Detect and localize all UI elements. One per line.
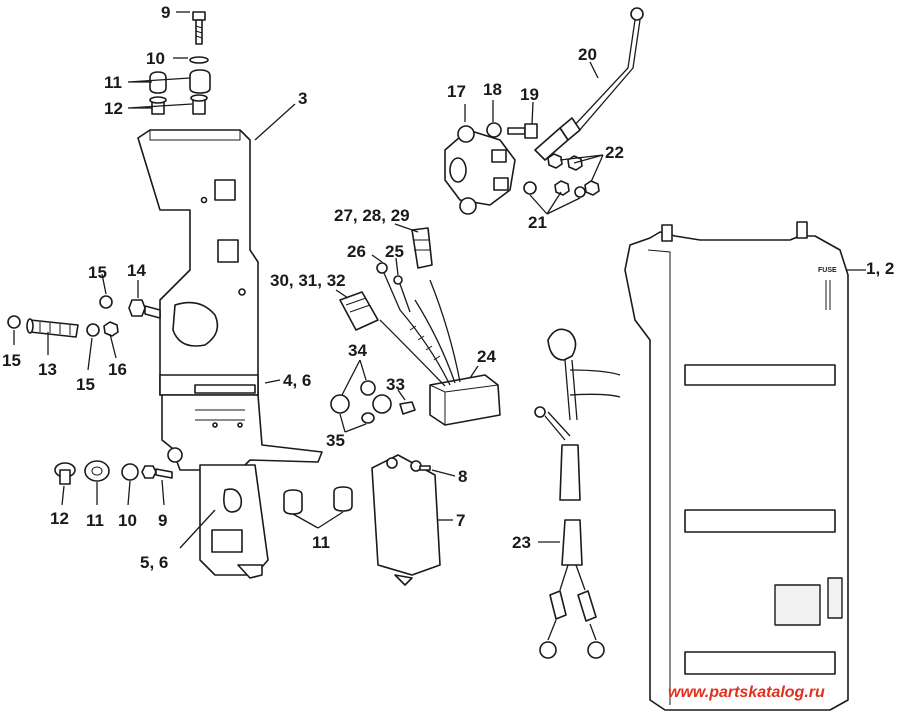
callout-27-28-29: 27, 28, 29	[334, 206, 410, 225]
washer-18	[486, 122, 502, 138]
electrical-box-1-2: FUSE	[624, 221, 849, 711]
callout-22: 22	[605, 143, 624, 162]
connector-27-28-29	[411, 227, 433, 269]
callout-7: 7	[456, 511, 465, 530]
callout-12-top: 12	[104, 99, 123, 118]
grommet-11-bottom	[84, 460, 110, 482]
cable-20	[534, 7, 644, 161]
callout-21: 21	[528, 213, 547, 232]
callout-11-top: 11	[104, 73, 122, 92]
callout-33: 33	[386, 375, 405, 394]
nuts-21	[523, 180, 586, 198]
callout-11-bottom: 11	[86, 511, 104, 530]
callout-13: 13	[38, 360, 57, 379]
module-24	[429, 374, 501, 426]
callout-labels: 9 10 11 12 3 17 18 19 20 22 21 27, 28, 2…	[2, 3, 894, 572]
callout-16: 16	[108, 360, 127, 379]
callout-15-bottom: 15	[76, 375, 95, 394]
callout-26: 26	[347, 242, 366, 261]
callout-4-6: 4, 6	[283, 371, 311, 390]
callout-3: 3	[298, 89, 307, 108]
grommets-34	[330, 380, 392, 424]
callout-9-bottom: 9	[158, 511, 167, 530]
callout-11-center: 11	[312, 533, 330, 552]
callout-20: 20	[578, 45, 597, 64]
nut-16	[103, 321, 119, 337]
bolt-14	[128, 299, 161, 319]
watermark: www.partskatalog.ru	[668, 684, 825, 701]
callout-10-bottom: 10	[118, 511, 137, 530]
callout-1-2: 1, 2	[866, 259, 894, 278]
callout-5-6: 5, 6	[140, 553, 168, 572]
callout-14: 14	[127, 261, 146, 280]
grommets-11-center	[283, 486, 353, 515]
cover-7	[371, 454, 441, 586]
callout-12-bottom: 12	[50, 509, 69, 528]
callout-18: 18	[483, 80, 502, 99]
callout-15-left: 15	[2, 351, 21, 370]
callout-9-top: 9	[161, 3, 170, 22]
screw-8	[410, 460, 431, 472]
callout-30-31-32: 30, 31, 32	[270, 271, 346, 290]
fuse-marking: FUSE	[818, 267, 837, 274]
ring-terminal-26	[376, 262, 401, 311]
clip-33	[399, 401, 416, 415]
nut-15-left	[7, 315, 21, 329]
sleeves-12-top	[149, 94, 208, 115]
callout-8: 8	[458, 467, 467, 486]
bracket-3	[137, 129, 259, 396]
bolt-19	[507, 123, 538, 139]
callout-15-top: 15	[88, 263, 107, 282]
wire-harness	[379, 279, 461, 387]
washer-10-bottom	[121, 463, 139, 481]
callout-19: 19	[520, 85, 539, 104]
callout-25: 25	[385, 242, 404, 261]
callout-24: 24	[477, 347, 496, 366]
solenoid-17	[444, 125, 516, 215]
callout-17: 17	[447, 82, 466, 101]
leader-lines	[13, 11, 866, 549]
stud-13	[26, 318, 79, 338]
callout-10-top: 10	[146, 49, 165, 68]
bolt-9-bottom	[141, 465, 173, 479]
bracket-4-6	[161, 384, 323, 471]
nut-15-mid	[86, 323, 100, 337]
callout-34: 34	[348, 341, 367, 360]
nut-15-top	[99, 295, 113, 309]
bracket-5-6	[199, 464, 269, 579]
washer-10-top	[189, 56, 209, 64]
cable-23	[534, 328, 621, 659]
callout-35: 35	[326, 431, 345, 450]
sleeve-12-bottom	[54, 462, 76, 485]
bolt-9-top	[192, 11, 206, 45]
connector-30-31-32	[339, 291, 379, 331]
callout-23: 23	[512, 533, 531, 552]
ring-terminal-25	[393, 275, 411, 313]
grommets-11-top	[149, 69, 211, 94]
